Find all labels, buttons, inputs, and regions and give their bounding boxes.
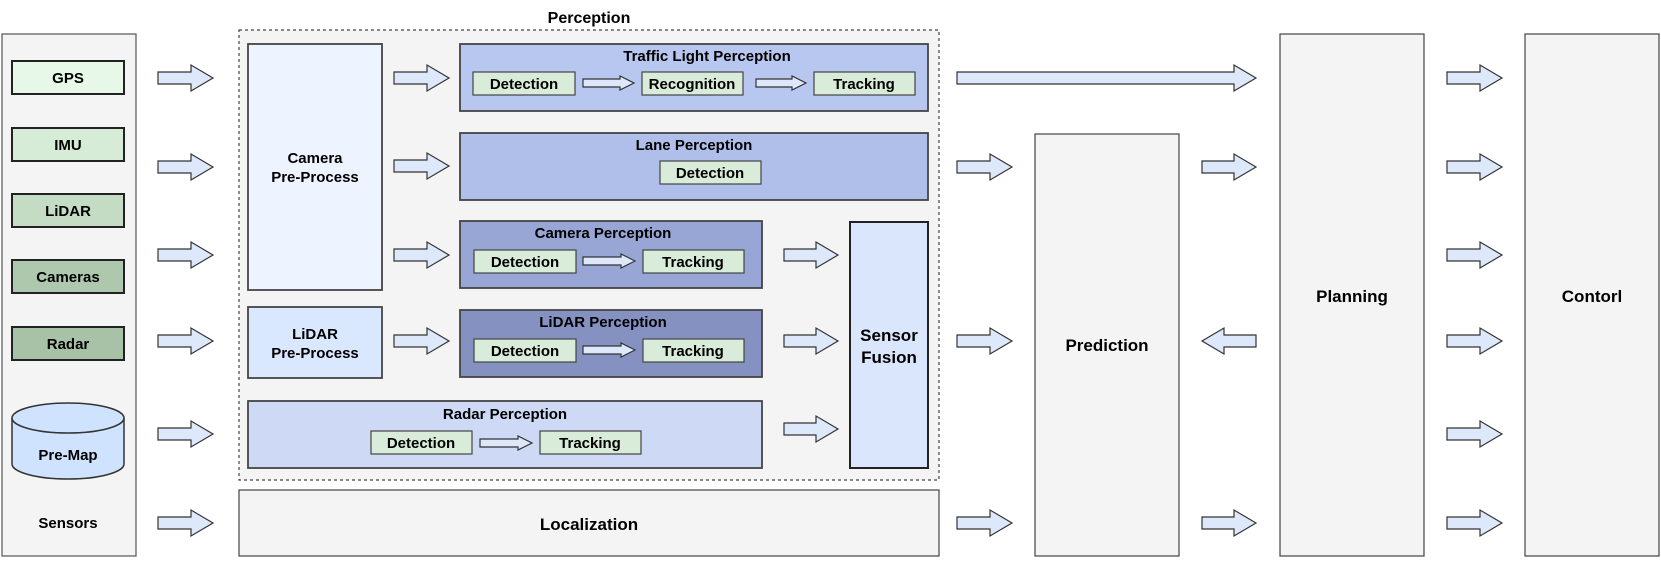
sensor-fusion-label-1: Sensor	[860, 326, 918, 345]
cameras-sensor-box	[11, 259, 125, 294]
lidar-sensor-label: LiDAR	[45, 203, 91, 220]
sensor-fusion-label-2: Fusion	[861, 348, 917, 367]
lidar-tracking-label: Tracking	[662, 343, 724, 360]
radar-detection-step	[370, 430, 473, 455]
traffic-light-to-planning-arrow	[956, 63, 1258, 93]
prediction-to-planning-arrow-1	[1201, 508, 1258, 538]
sensor-to-perception-arrow-3	[157, 326, 215, 356]
traffic-light-detection-label: Detection	[490, 76, 558, 93]
module-to-fusion-arrow-0	[783, 240, 840, 270]
cameras-sensor-label: Cameras	[36, 269, 99, 286]
gps-label: GPS	[52, 70, 84, 87]
imu-box	[11, 127, 125, 162]
premap-label: Pre-Map	[38, 447, 97, 464]
lidar-detection-label: Detection	[491, 343, 559, 360]
radar-detection-to-tracking-arrow	[479, 435, 534, 451]
planning-to-control-arrow-3	[1446, 326, 1504, 356]
sensors-label: Sensors	[38, 515, 97, 532]
traffic-light-recognition-step	[641, 71, 744, 96]
module-to-fusion-arrow-2	[783, 414, 840, 444]
planning-to-prediction-arrow	[1200, 326, 1257, 356]
sensor-to-perception-arrow-0	[157, 63, 215, 93]
sensor-to-perception-arrow-5	[157, 508, 215, 538]
lidar-perception-title: LiDAR Perception	[539, 314, 667, 331]
module-to-fusion-arrow-1	[783, 326, 840, 356]
radar-perception-box	[247, 400, 763, 469]
prediction-box	[1034, 133, 1180, 557]
localization-box	[238, 489, 940, 557]
lane-detection-step	[659, 160, 762, 185]
lane-perception-title: Lane Perception	[636, 137, 753, 154]
planning-box	[1279, 33, 1425, 557]
control-label: Contorl	[1562, 287, 1622, 306]
preprocess-to-module-arrow-0	[393, 63, 451, 93]
lidar-detection-step	[473, 338, 577, 363]
preprocess-to-module-arrow-3	[393, 326, 451, 356]
camera-tracking-label: Tracking	[662, 254, 724, 271]
lidar-tracking-step	[642, 338, 745, 363]
flow-arrows	[157, 63, 1504, 538]
planning-label: Planning	[1316, 287, 1388, 306]
control-box	[1524, 33, 1660, 557]
sensor-to-perception-arrow-1	[157, 152, 215, 182]
planning-to-control-arrow-1	[1446, 152, 1504, 182]
camera-preprocess-box	[247, 43, 383, 291]
lane-detection-label: Detection	[676, 165, 744, 182]
traffic-light-perception-title: Traffic Light Perception	[623, 48, 791, 65]
traffic-light-recognition-label: Recognition	[649, 76, 736, 93]
camera-perception-title: Camera Perception	[535, 225, 672, 242]
planning-to-control-arrow-0	[1446, 63, 1504, 93]
planning-to-control-arrow-4	[1446, 419, 1504, 449]
preprocess-to-module-arrow-1	[393, 151, 451, 181]
lidar-sensor-box	[11, 193, 125, 228]
sensor-fusion-box	[849, 221, 929, 469]
prediction-to-planning-arrow-0	[1201, 152, 1258, 182]
traffic-light-tracking-step	[813, 71, 916, 96]
radar-perception-title: Radar Perception	[443, 406, 567, 423]
lidar-preprocess-label-2: Pre-Process	[271, 345, 359, 362]
radar-sensor-box	[11, 326, 125, 361]
imu-label: IMU	[54, 137, 82, 154]
camera-tracking-step	[642, 249, 745, 274]
fusion-to-prediction-arrow	[956, 326, 1014, 356]
lidar-preprocess-box	[247, 306, 383, 379]
radar-sensor-label: Radar	[47, 336, 90, 353]
traffic-light-tracking-label: Tracking	[833, 76, 895, 93]
localization-to-prediction-arrow	[956, 508, 1014, 538]
camera-detection-step	[473, 249, 577, 274]
premap-cylinder	[11, 402, 125, 480]
localization-label: Localization	[540, 515, 638, 534]
planning-to-control-arrow-2	[1446, 240, 1504, 270]
planning-to-control-arrow-5	[1446, 508, 1504, 538]
camera-preprocess-label-1: Camera	[287, 150, 343, 167]
traffic-light-detection-step	[472, 71, 576, 96]
radar-detection-label: Detection	[387, 435, 455, 452]
lidar-detection-to-tracking-arrow	[582, 342, 637, 358]
camera-preprocess-label-2: Pre-Process	[271, 169, 359, 186]
tl-detection-to-recognition-arrow	[582, 75, 636, 91]
camera-detection-to-tracking-arrow	[582, 253, 637, 269]
preprocess-to-module-arrow-2	[393, 240, 451, 270]
radar-tracking-label: Tracking	[559, 435, 621, 452]
sensor-to-perception-arrow-4	[157, 419, 215, 449]
sensor-to-perception-arrow-2	[157, 240, 215, 270]
lane-to-prediction-arrow	[956, 152, 1014, 182]
camera-detection-label: Detection	[491, 254, 559, 271]
lidar-preprocess-label-1: LiDAR	[292, 326, 338, 343]
gps-box	[11, 60, 125, 95]
radar-tracking-step	[539, 430, 642, 455]
perception-title: Perception	[548, 10, 631, 27]
tl-recognition-to-tracking-arrow	[755, 75, 808, 91]
prediction-label: Prediction	[1065, 336, 1148, 355]
